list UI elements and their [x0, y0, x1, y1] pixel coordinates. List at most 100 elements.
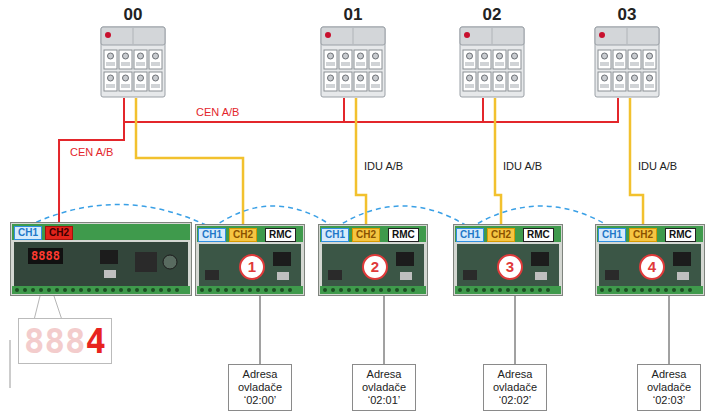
- address-box: Adresa ovladače ‘02:02’: [483, 364, 547, 411]
- terminal-tag: [106, 84, 115, 88]
- port-name: RMC: [669, 229, 692, 241]
- terminal-block: [134, 50, 147, 69]
- central-controller-board: 8888CH1CH2: [10, 222, 192, 296]
- terminal-screw: [608, 288, 612, 292]
- channel-tag: CH2: [45, 226, 73, 240]
- channel-name: CH1: [325, 229, 345, 241]
- terminal-screw: [358, 53, 364, 59]
- channel-tag: CH1: [198, 228, 226, 242]
- terminal-screw: [600, 288, 604, 292]
- channel-tag: CH2: [629, 228, 657, 242]
- port-name: RMC: [527, 229, 550, 241]
- edge-label: IDU A/B: [501, 160, 544, 173]
- edge-label: IDU A/B: [362, 160, 405, 173]
- terminal-screw: [497, 53, 503, 59]
- terminal-screw: [31, 288, 35, 292]
- terminal-block: [613, 72, 626, 91]
- terminal-screw: [95, 288, 99, 292]
- terminal-tag: [371, 62, 380, 66]
- cen-bus-line: [483, 98, 618, 122]
- terminal-screw: [123, 53, 129, 59]
- terminal-screw: [522, 288, 526, 292]
- terminal-screw: [108, 53, 114, 59]
- address-text: Adresa ovladače ‘02:01’: [355, 368, 413, 407]
- terminal-screw: [153, 53, 159, 59]
- terminal-tag: [495, 62, 504, 66]
- capacitor: [163, 255, 177, 269]
- board-pcb: [457, 244, 559, 286]
- terminal-block: [134, 72, 147, 91]
- unit-address: 02: [459, 4, 525, 26]
- terminal-screw: [474, 288, 478, 292]
- terminal-screw: [512, 75, 518, 81]
- terminal-screw: [546, 288, 550, 292]
- terminal-screw: [138, 75, 144, 81]
- terminal-tag: [371, 84, 380, 88]
- chip: [396, 252, 414, 266]
- terminal-screw: [127, 288, 131, 292]
- terminal-strip: [597, 286, 703, 294]
- terminal-block: [119, 72, 132, 91]
- terminal-screw: [616, 288, 620, 292]
- terminal-tag: [356, 62, 365, 66]
- terminal-screw: [103, 288, 107, 292]
- terminal-screw: [200, 288, 204, 292]
- chip: [677, 272, 689, 280]
- terminal-tag: [510, 84, 519, 88]
- terminal-screw: [458, 288, 462, 292]
- callout-number: 1: [239, 254, 265, 280]
- terminal-screw: [111, 288, 115, 292]
- terminal-screw: [387, 288, 391, 292]
- unit-body: [101, 27, 165, 97]
- board-pcb: [14, 242, 188, 286]
- port-tag: RMC: [265, 228, 296, 242]
- terminal-screw: [466, 288, 470, 292]
- terminal-screw: [602, 75, 608, 81]
- terminal-block: [104, 72, 117, 91]
- terminal-screw: [79, 288, 83, 292]
- terminal-strip: [197, 286, 303, 294]
- terminal-block: [463, 50, 476, 69]
- unit-body: [321, 27, 385, 97]
- terminal-screw: [482, 288, 486, 292]
- terminal-tag: [645, 62, 654, 66]
- terminal-screw: [63, 288, 67, 292]
- board-pcb: [599, 244, 701, 286]
- terminal-block: [463, 72, 476, 91]
- terminal-screw: [530, 288, 534, 292]
- terminal-tag: [121, 62, 130, 66]
- terminal-screw: [602, 53, 608, 59]
- cen-bus-line: [124, 98, 344, 122]
- terminal-screw: [647, 53, 653, 59]
- outdoor-unit-picture: [100, 26, 166, 98]
- terminal-screw: [617, 75, 623, 81]
- terminal-screw: [224, 288, 228, 292]
- terminal-screw: [379, 288, 383, 292]
- display-callout: 8884: [18, 318, 112, 364]
- terminal-block: [598, 50, 611, 69]
- terminal-tag: [326, 84, 335, 88]
- channel-tag: CH1: [598, 228, 626, 242]
- terminal-screw: [355, 288, 359, 292]
- address-text: Adresa ovladače ‘02:00’: [231, 368, 289, 407]
- chip: [531, 252, 549, 266]
- terminal-block: [478, 50, 491, 69]
- unit-seam: [353, 28, 354, 44]
- unit-logo: [105, 32, 111, 38]
- interface-board: 3CH1CH2RMC: [453, 224, 563, 296]
- chip: [535, 272, 547, 280]
- unit-address: 00: [100, 4, 166, 26]
- leader-line: [260, 296, 261, 364]
- terminal-tag: [630, 62, 639, 66]
- outdoor-unit: 03: [594, 4, 660, 98]
- terminal-tag: [341, 84, 350, 88]
- terminal-screw: [617, 53, 623, 59]
- unit-logo: [464, 32, 470, 38]
- terminal-tag: [136, 84, 145, 88]
- interface-board: 4CH1CH2RMC: [595, 224, 705, 296]
- terminal-block: [339, 50, 352, 69]
- terminal-screw: [138, 53, 144, 59]
- channel-name: CH1: [602, 229, 622, 241]
- channel-tag: CH1: [321, 228, 349, 242]
